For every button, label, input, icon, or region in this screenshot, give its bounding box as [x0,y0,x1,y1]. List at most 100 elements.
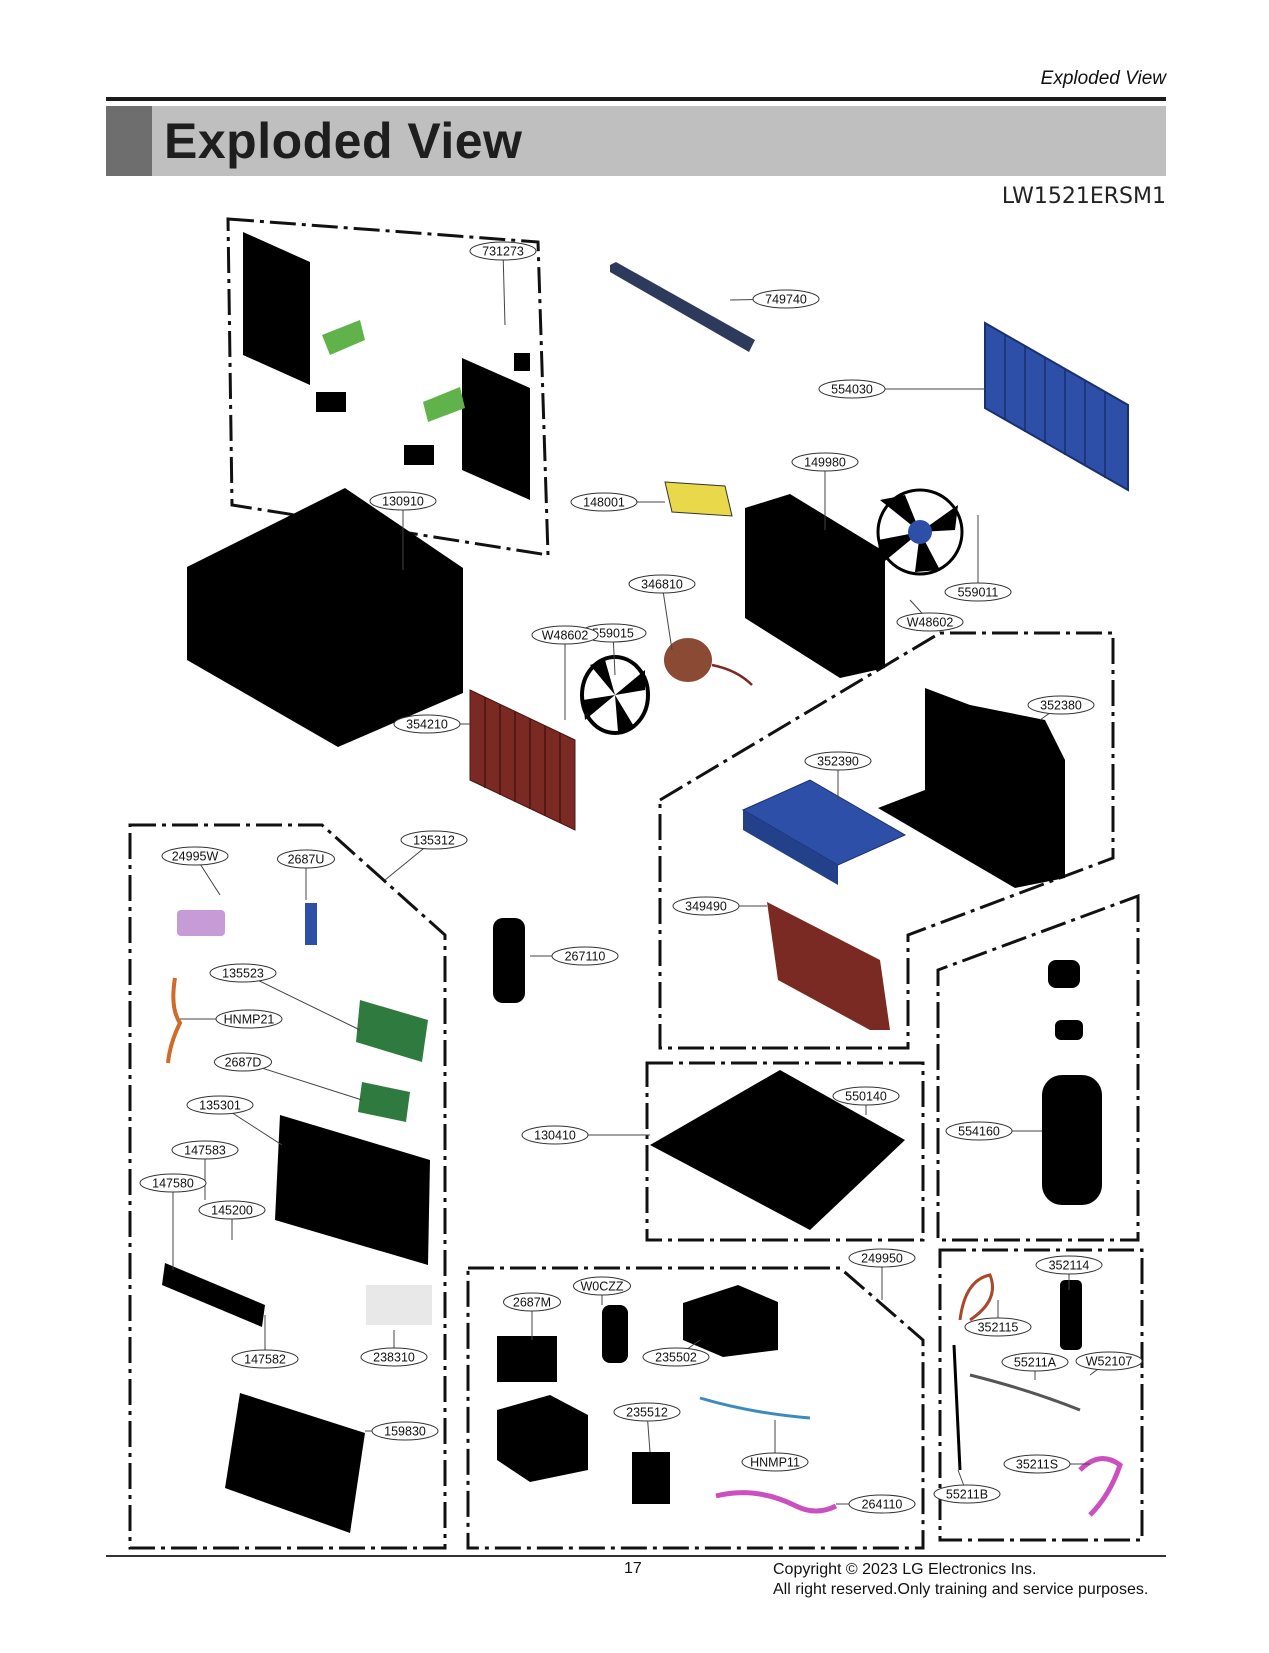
callout-bubble [198,1200,266,1220]
part-number-label: 135312 [413,834,455,848]
part-callouts: 7312737497405540301499801480011309103468… [139,241,1143,1514]
knob-bar-part [162,1263,265,1327]
part-number-label: 249950 [861,1252,903,1266]
callout-bubble [804,751,872,771]
callout-bubble [503,1292,561,1312]
terminal-block-part [632,1452,670,1504]
callout-bubble [1003,1454,1071,1474]
part-number-label: 159830 [384,1425,426,1439]
callout-bubble [672,896,740,916]
group-outline-base [645,1061,925,1242]
part-number-label: W0CZZ [580,1280,623,1294]
part-number-label: 264110 [862,1498,903,1512]
part-number-label: 238310 [373,1351,415,1365]
power-module-part [497,1395,588,1482]
callout-bubble [1075,1351,1143,1371]
shroud-part [745,494,885,678]
part-number-label: 55211A [1014,1356,1057,1370]
part-number-label: 352390 [817,755,859,769]
callout-bubble [832,1086,900,1106]
part-number-label: 554160 [958,1125,1000,1139]
copyright: Copyright © 2023 LG Electronics Ins. All… [773,1560,1148,1600]
part-number-label: 24995W [172,850,219,864]
part-number-label: 550140 [845,1090,887,1104]
condenser-coil-part [984,321,1129,492]
part-number-label: 130410 [534,1129,576,1143]
callout-leader [242,972,361,1031]
part-number-label: 349490 [685,900,727,914]
control-box-cover-part [664,481,733,517]
capillary-part [969,1373,1081,1412]
callout-bubble [848,1248,916,1268]
part-number-label: 559015 [592,627,634,641]
footer-rule [106,1555,1166,1557]
callout-bubble [400,830,468,850]
callout-bubble [1027,695,1095,715]
callout-bubble [171,1140,239,1160]
part-number-label: 267110 [565,950,606,964]
part-number-label: 135523 [222,967,264,981]
callout-bubble [277,849,335,869]
page-number: 17 [624,1560,642,1577]
orifice-part [767,902,890,1030]
callout-bubble [521,1125,589,1145]
relay-cover-part [683,1285,778,1357]
part-number-label: 2687M [513,1296,551,1310]
control-box-part [497,1336,557,1382]
callout-leader [661,583,673,651]
part-number-label: 235512 [626,1406,668,1420]
callout-bubble [741,1452,809,1472]
blower-part [580,655,650,735]
part-number-label: 554030 [831,383,873,397]
fan-motor-part [664,638,753,686]
compressor-part [1042,960,1102,1205]
part-number-label: W48602 [907,616,954,630]
part-number-label: 749740 [765,293,807,307]
part-number-label: 352114 [1049,1259,1090,1273]
sensor-pipe-part [952,1344,962,1471]
callout-bubble [161,846,229,866]
page-title: Exploded View [164,113,523,169]
evaporator-coil-part [469,689,576,831]
remote-sensor-part [177,910,225,936]
group-outline-compressor [936,893,1140,1242]
capacitor-part [493,918,525,1003]
copyright-line-1: Copyright © 2023 LG Electronics Ins. [773,1561,1037,1578]
title-bar: Exploded View [106,106,1166,176]
barrier-part [878,688,1065,888]
pipe-elbow-part [958,1273,994,1322]
header-rule [106,97,1166,101]
part-number-label: 2687U [288,853,325,867]
display-pcb-part [305,903,317,945]
callout-bubble [752,289,820,309]
group-outline-control [128,823,447,1550]
callout-bubble [944,582,1012,602]
section-tag: Exploded View [1040,68,1166,89]
callout-bubble [186,1095,254,1115]
part-number-label: 147582 [244,1353,286,1367]
drier-part [1060,1280,1082,1350]
callout-bubble [371,1421,439,1441]
part-number-label: 352115 [978,1321,1019,1335]
part-number-label: 148001 [583,496,625,510]
part-number-label: 2687D [225,1056,262,1070]
callout-bubble [1035,1255,1103,1275]
callout-bubble [393,714,461,734]
group-outline-base-front [658,631,1115,1050]
callout-bubble [531,625,599,645]
part-number-label: 352380 [1040,699,1082,713]
part-number-label: 35211S [1016,1458,1058,1472]
callout-bubble [214,1052,272,1072]
model-number: LW1521ERSM1 [1001,184,1166,209]
callout-bubble [139,1173,207,1193]
part-number-label: W48602 [542,629,589,643]
group-outline-electrical [466,1266,925,1550]
callout-bubble [642,1347,710,1367]
copyright-line-2: All right reserved.Only training and ser… [773,1581,1149,1598]
callout-bubble [215,1009,283,1029]
callout-bubble [628,574,696,594]
callout-leader [502,250,506,326]
callout-bubble [896,612,964,632]
base-pan-part [650,1070,905,1230]
